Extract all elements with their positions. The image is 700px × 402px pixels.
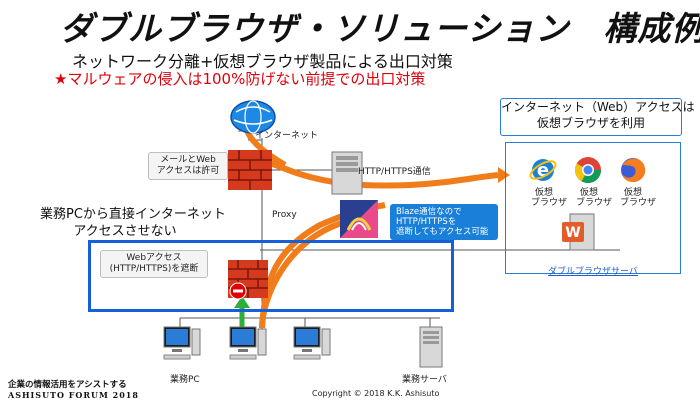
subtitle: ネットワーク分離+仮想ブラウザ製品による出口対策: [72, 52, 453, 71]
blaze-logo-icon: [340, 200, 378, 238]
office-pc-icon-2: [229, 326, 267, 360]
note-text: ★マルウェアの侵入は100%防げない前提での出口対策: [54, 70, 426, 88]
copyright: Copyright © 2018 K.K. Ashisuto: [312, 389, 440, 398]
browser-label-line: ブラウザ: [620, 198, 657, 208]
browser-label-line: 仮想: [534, 188, 553, 198]
blaze-note-line: Blaze通信なので: [396, 207, 462, 217]
callout-line: メールとWeb: [160, 155, 216, 165]
blocked-label: 業務PCから直接インターネット アクセスさせない: [40, 206, 226, 240]
ie-browser-icon: e: [529, 159, 557, 181]
http-label: HTTP/HTTPS通信: [358, 167, 431, 177]
blaze-note-line: HTTP/HTTPSを: [396, 217, 457, 227]
callout-line: Webアクセス: [126, 253, 182, 263]
browser-callout-line: 仮想ブラウザを利用: [536, 116, 645, 130]
browser-label-3: 仮想 ブラウザ: [620, 188, 657, 208]
internet-globe-icon: [230, 100, 276, 134]
office-pc-icon-3: [293, 326, 331, 360]
chrome-browser-icon: [574, 157, 602, 184]
footer-event-name: ASHISUTO FORUM 2018: [8, 390, 139, 400]
no-entry-icon: [229, 282, 247, 300]
browser-label-line: 仮想: [579, 188, 598, 198]
double-browser-server-label: ダブルブラウザサーバ: [548, 267, 638, 277]
blocked-arrow-head: [234, 296, 250, 308]
browser-label-line: ブラウザ: [531, 198, 568, 208]
blocked-label-line: アクセスさせない: [73, 224, 177, 239]
browser-label-2: 仮想 ブラウザ: [576, 188, 613, 208]
web-access-callout: Webアクセス (HTTP/HTTPS)を遮断: [100, 250, 208, 278]
pc-label: 業務PC: [170, 375, 200, 385]
page-title: ダブルブラウザ・ソリューション 構成例: [60, 9, 700, 48]
internet-label: インターネット: [255, 131, 319, 141]
browser-label-line: ブラウザ: [576, 198, 613, 208]
firefox-browser-icon: [621, 158, 646, 182]
internal-network-zone: [88, 240, 454, 312]
server-label: 業務サーバ: [402, 375, 447, 385]
blaze-note-line: 遮断してもアクセス可能: [396, 227, 489, 237]
http-arrow-head: [498, 167, 510, 183]
browser-label-line: 仮想: [623, 188, 642, 198]
callout-line: アクセスは許可: [156, 166, 220, 176]
mail-web-callout: メールとWeb アクセスは許可: [148, 152, 228, 180]
proxy-server-icon: [331, 151, 363, 195]
double-browser-frame: [505, 142, 681, 274]
proxy-firewall-icon: [228, 150, 272, 190]
business-server-icon: [419, 326, 443, 368]
browser-callout: インターネット（Web）アクセスは 仮想ブラウザを利用: [500, 98, 695, 136]
http-arrow-path: [249, 155, 499, 189]
browser-callout-line: インターネット（Web）アクセスは: [501, 100, 695, 114]
double-browser-server-icon: W: [562, 213, 595, 251]
proxy-label: Proxy: [272, 210, 297, 220]
footer-tagline: 企業の情報活用をアシストする: [8, 380, 127, 390]
callout-line: (HTTP/HTTPS)を遮断: [109, 264, 199, 274]
browser-label-1: 仮想 ブラウザ: [531, 188, 568, 208]
svg-text:W: W: [565, 225, 580, 241]
blocked-label-line: 業務PCから直接インターネット: [40, 207, 226, 222]
office-pc-icon-1: [163, 326, 201, 360]
blaze-note: Blaze通信なので HTTP/HTTPSを 遮断してもアクセス可能: [390, 204, 498, 240]
